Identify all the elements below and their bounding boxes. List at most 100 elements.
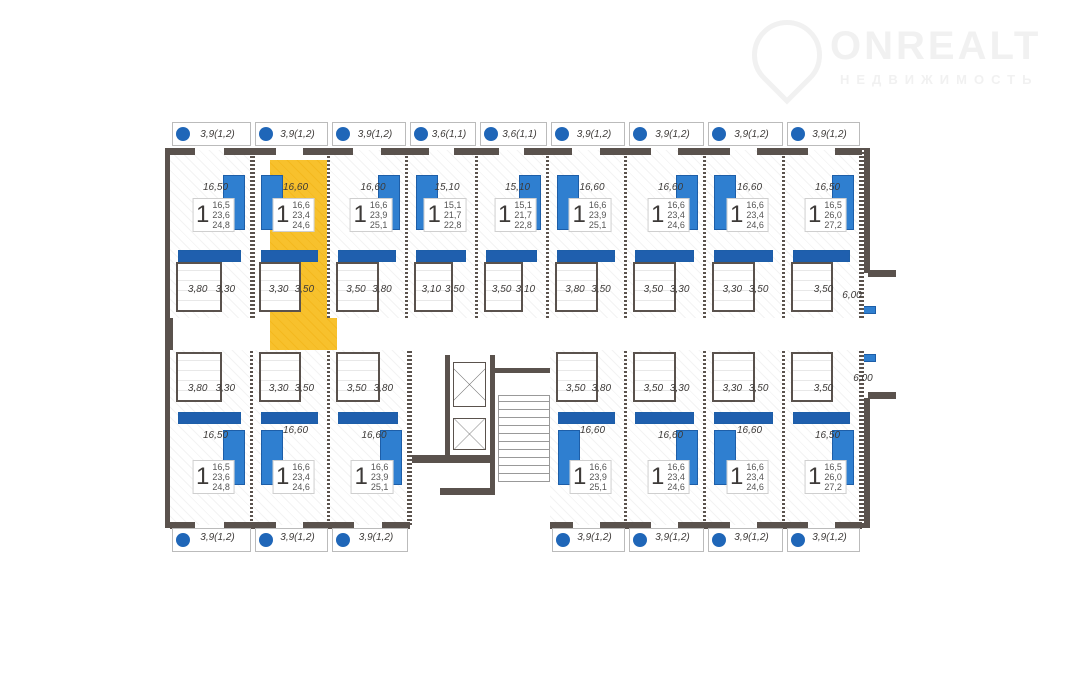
plant-pot-icon [176, 533, 190, 547]
area-living: 16,6 [369, 200, 388, 210]
area-total: 23,9 [369, 210, 388, 220]
plant-pot-icon [633, 127, 647, 141]
exterior-wall [170, 522, 195, 529]
kitchen-counter [793, 412, 850, 424]
area-total: 26,0 [824, 472, 842, 482]
exterior-wall [627, 522, 651, 529]
exterior-wall [478, 148, 500, 155]
room-count: 1 [276, 463, 290, 490]
exterior-wall [550, 522, 574, 529]
area-total: 23,9 [370, 472, 389, 482]
room-count: 1 [730, 201, 744, 228]
small-room-area: 3,10 [421, 284, 442, 295]
bathroom [176, 262, 222, 312]
partition-wall [546, 150, 551, 318]
balcony-area: 3,9(1,2) [358, 532, 394, 543]
room-count: 1 [808, 201, 822, 228]
balcony-area: 3,9(1,2) [655, 532, 690, 543]
balcony-area: 3,9(1,2) [357, 129, 393, 140]
living-room-area: 15,10 [504, 182, 531, 193]
small-room-area: 3,50 [748, 383, 769, 394]
living-room-area: 16,50 [202, 430, 229, 441]
bathroom [791, 262, 834, 312]
exterior-wall [835, 148, 862, 155]
balcony[interactable] [708, 122, 783, 146]
elevator-shaft[interactable] [453, 418, 486, 450]
area-total-with-balcony: 24,6 [746, 220, 764, 230]
plant-pot-icon [259, 533, 273, 547]
kitchen-counter [793, 250, 850, 262]
area-living: 16,6 [588, 200, 607, 210]
kitchen-counter [416, 250, 466, 262]
partition-wall [859, 350, 864, 525]
partition-wall [782, 150, 787, 318]
exterior-wall [170, 148, 195, 155]
small-room-area: 3,50 [813, 284, 834, 295]
room-count: 1 [427, 201, 441, 228]
area-living: 15,1 [443, 200, 462, 210]
balcony-area: 3,9(1,2) [734, 129, 769, 140]
area-total-with-balcony: 24,6 [746, 482, 764, 492]
elevator-shaft[interactable] [453, 362, 486, 407]
area-total: 23,6 [212, 210, 230, 220]
exterior-wall [757, 148, 785, 155]
partition-wall [624, 350, 629, 525]
bathroom [633, 352, 677, 402]
area-living: 16,6 [746, 200, 764, 210]
kitchen-counter [261, 250, 318, 262]
exterior-wall [303, 522, 330, 529]
plant-pot-icon [176, 127, 190, 141]
small-room-area: 3,80 [373, 383, 394, 394]
small-room-area: 3,50 [346, 284, 366, 295]
living-room-area: 16,50 [202, 182, 229, 193]
living-room-area: 15,10 [434, 182, 460, 193]
exterior-wall [678, 522, 706, 529]
small-room-area: 3,30 [669, 284, 690, 295]
core-wall [410, 455, 490, 463]
bathroom [336, 262, 379, 312]
exterior-wall [549, 148, 573, 155]
partition-wall [250, 150, 255, 318]
exterior-wall [330, 148, 354, 155]
exterior-wall [706, 522, 730, 529]
area-total-with-balcony: 25,1 [588, 220, 607, 230]
area-living: 16,6 [589, 462, 607, 472]
area-total: 23,4 [667, 210, 685, 220]
partition-wall [407, 350, 412, 525]
area-total-with-balcony: 24,6 [292, 220, 310, 230]
area-living: 16,5 [212, 462, 230, 472]
small-room-area: 3,80 [591, 383, 612, 394]
small-room-area: 3,50 [294, 284, 315, 295]
balcony[interactable] [480, 122, 547, 146]
area-total-with-balcony: 27,2 [824, 220, 842, 230]
exterior-wall [627, 148, 651, 155]
kitchen-counter [558, 412, 615, 424]
balcony-area: 3,9(1,2) [734, 532, 769, 543]
partition-wall [624, 150, 629, 318]
small-room-area: 3,50 [643, 284, 664, 295]
